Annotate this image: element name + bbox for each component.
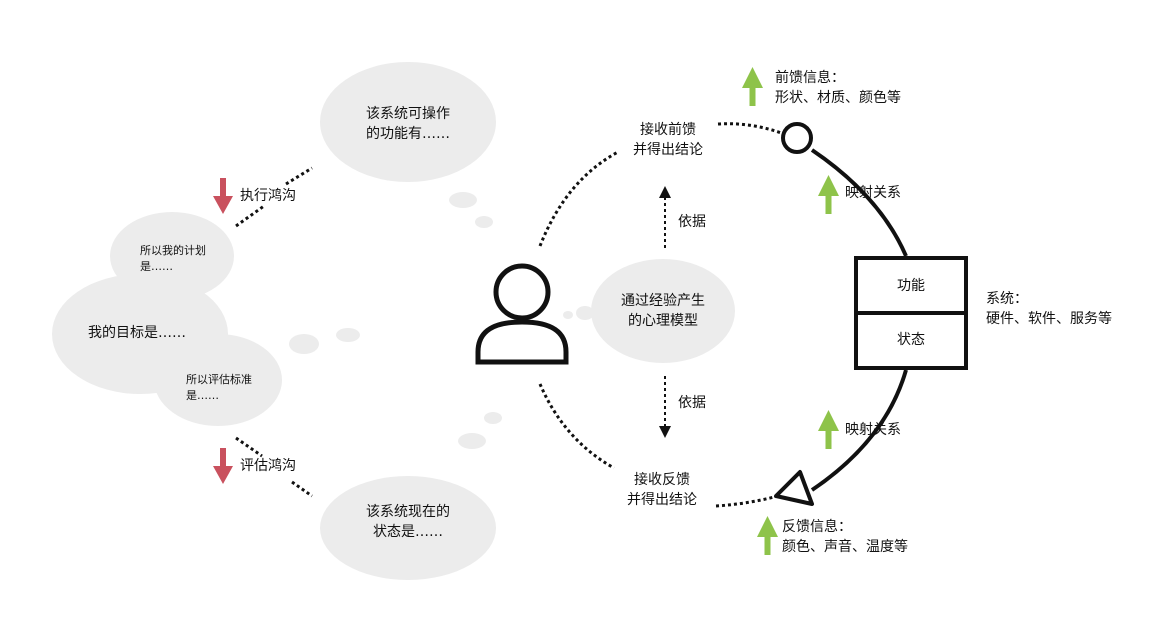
red-down-arrow-icon: [213, 448, 233, 484]
cycle-dotted-arcs: [538, 122, 785, 508]
feedforward-conclusion-line-1: 接收前馈: [640, 122, 696, 138]
bubble-evaluate-line-2: 是……: [186, 389, 219, 402]
feedforward-conclusion-label: 接收前馈 并得出结论: [618, 120, 718, 160]
evaluation-gulf-line-lower: [291, 480, 313, 498]
system-state-label: 状态: [897, 332, 925, 348]
bubble-mental-model-text: 通过经验产生 的心理模型: [608, 291, 718, 331]
feedback-info-detail: 颜色、声音、温度等: [782, 539, 908, 555]
red-down-arrow-icon: [213, 178, 233, 214]
bubble-mental-model: [591, 259, 735, 363]
feedforward-conclusion-line-2: 并得出结论: [633, 142, 703, 158]
bubble-dot: [449, 192, 477, 208]
mapping-top-label: 映射关系: [845, 185, 901, 201]
arc-triangle-to-feedback: [715, 494, 779, 508]
basis-bottom-label: 依据: [678, 395, 706, 411]
arc-to-feedback: [538, 383, 615, 470]
feedback-triangle-arrowhead: [774, 470, 814, 506]
bubble-operable-text: 该系统可操作 的功能有……: [348, 104, 468, 144]
bubble-evaluate-text: 所以评估标准 是……: [186, 372, 282, 404]
green-up-arrow-icon: [757, 516, 778, 555]
person-icon: [475, 263, 569, 365]
feedback-info: 反馈信息： 颜色、声音、温度等: [782, 517, 908, 557]
bubble-dot: [563, 311, 573, 319]
system-box: [854, 256, 968, 370]
thought-bubbles: [52, 62, 735, 580]
bubble-dot: [458, 433, 486, 449]
bubble-dot: [289, 334, 319, 354]
arc-feedforward-to-circle: [717, 122, 785, 136]
bubble-goal-text: 我的目标是……: [88, 325, 186, 341]
bubble-evaluate-line-1: 所以评估标准: [186, 373, 252, 386]
mapping-bottom-label: 映射关系: [845, 422, 901, 438]
green-up-arrow-icon: [818, 410, 839, 449]
arc-system-to-triangle: [810, 369, 908, 492]
feedforward-info-detail: 形状、材质、颜色等: [775, 90, 901, 106]
feedforward-info: 前馈信息： 形状、材质、颜色等: [775, 68, 901, 108]
mental-model-line-1: 通过经验产生: [621, 293, 705, 309]
feedback-info-title: 反馈信息：: [782, 519, 852, 535]
bubble-state: [320, 476, 496, 580]
cycle-solid-arcs: [810, 148, 908, 492]
feedforward-info-title: 前馈信息：: [775, 70, 845, 86]
green-up-arrow-icon: [818, 175, 839, 214]
gulf-lines: [235, 166, 313, 498]
bubble-state-line-2: 状态是……: [373, 524, 443, 540]
bubble-state-text: 该系统现在的 状态是……: [348, 502, 468, 542]
system-info: 系统： 硬件、软件、服务等: [986, 289, 1112, 329]
mental-model-line-2: 的心理模型: [628, 313, 698, 329]
bubble-dot: [484, 412, 502, 424]
execution-gulf-line-lower: [235, 204, 265, 228]
bubble-operable-line-1: 该系统可操作: [366, 106, 450, 122]
system-info-title: 系统：: [986, 291, 1028, 307]
bubble-plan-text: 所以我的计划 是……: [140, 243, 236, 275]
bubble-plan-line-2: 是……: [140, 260, 173, 273]
bubble-evaluate: [154, 334, 282, 426]
feedback-conclusion-line-1: 接收反馈: [634, 472, 690, 488]
bubble-plan-line-1: 所以我的计划: [140, 244, 206, 257]
execution-gulf-line-upper: [285, 166, 313, 186]
arc-circle-to-system: [810, 148, 908, 257]
bubble-state-line-1: 该系统现在的: [366, 504, 450, 520]
bubble-operable-line-2: 的功能有……: [366, 126, 450, 142]
green-up-arrow-icon: [742, 67, 763, 106]
execution-gulf-label: 执行鸿沟: [240, 188, 296, 204]
bubble-operable: [320, 62, 496, 182]
feedback-conclusion-line-2: 并得出结论: [627, 492, 697, 508]
feedback-conclusion-label: 接收反馈 并得出结论: [612, 470, 712, 510]
bubble-dot: [576, 306, 594, 320]
system-function-label: 功能: [897, 278, 925, 294]
basis-top-label: 依据: [678, 214, 706, 230]
evaluation-gulf-label: 评估鸿沟: [240, 458, 296, 474]
evaluation-gulf-line-upper: [235, 436, 263, 458]
bubble-dot: [475, 216, 493, 228]
system-info-detail: 硬件、软件、服务等: [986, 311, 1112, 327]
feedforward-node: [781, 122, 813, 154]
bubble-dot: [336, 328, 360, 342]
arc-to-feedforward: [538, 150, 619, 247]
